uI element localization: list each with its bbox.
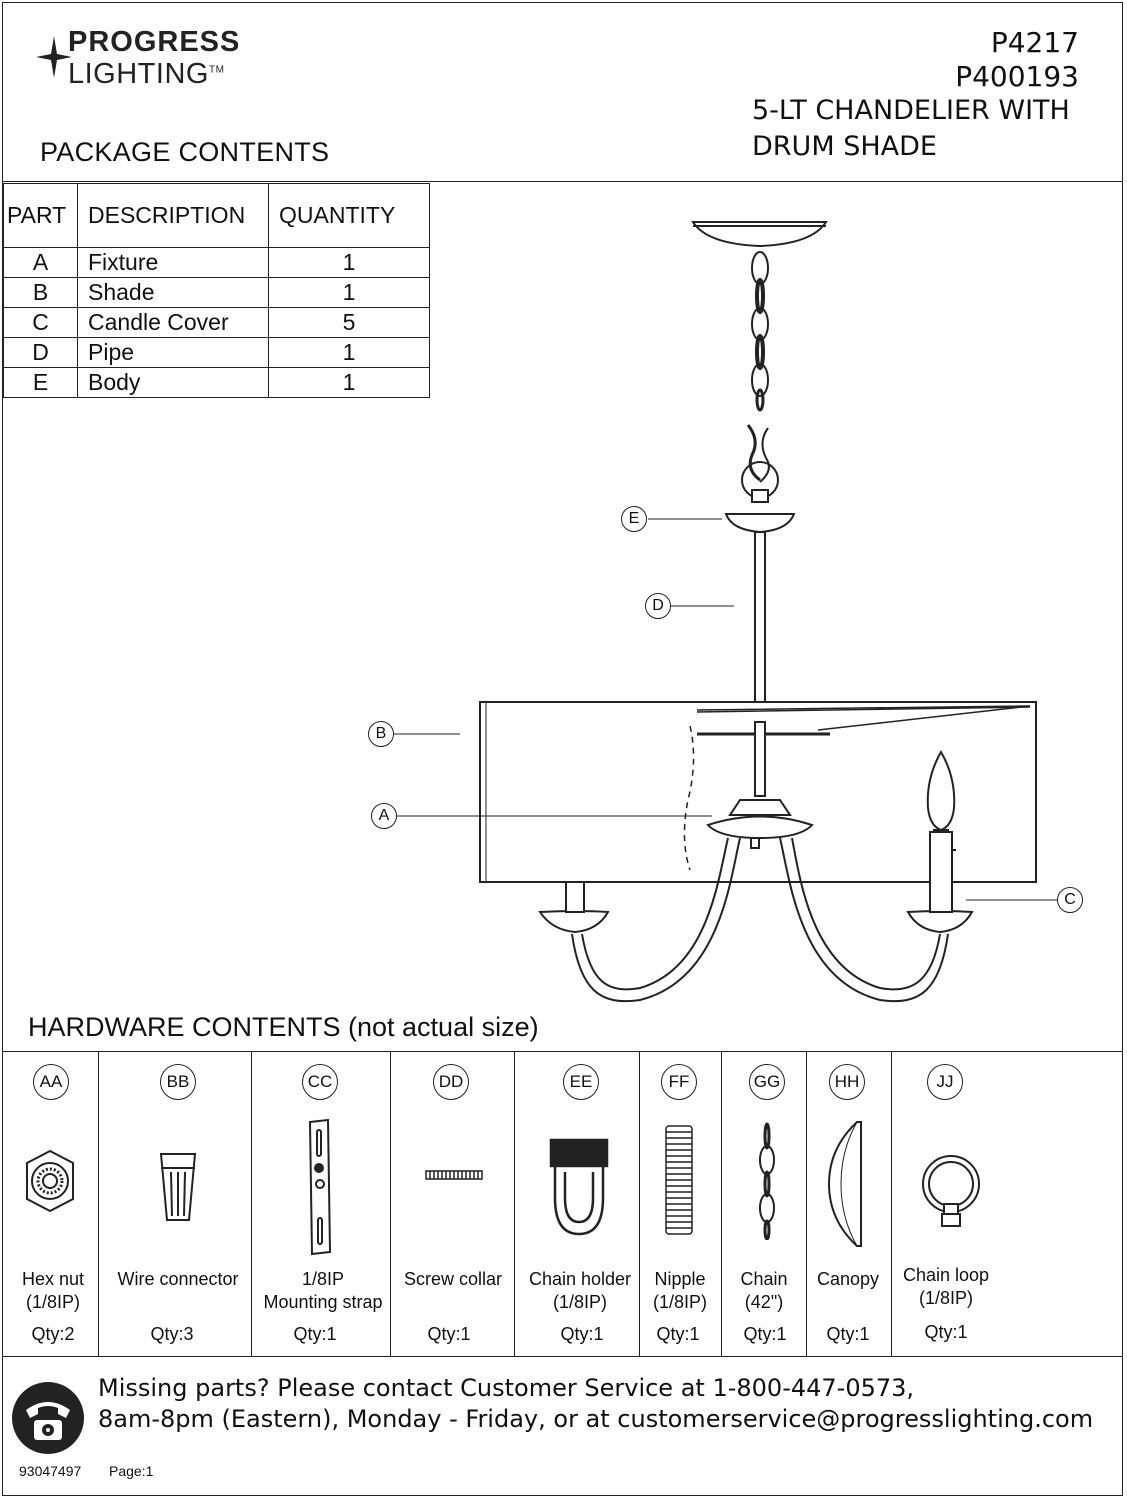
hardware-item-bb: BB Wire connector Qty:3	[99, 1052, 251, 1356]
contact-line-1: Missing parts? Please contact Customer S…	[98, 1374, 915, 1402]
hardware-name: Canopy	[816, 1269, 880, 1289]
mounting-strap-icon	[308, 1118, 332, 1256]
product-title-2: DRUM SHADE	[752, 131, 937, 162]
hw-divider	[514, 1051, 515, 1356]
hardware-qty: Qty:1	[560, 1324, 604, 1344]
hardware-code: GG	[749, 1064, 785, 1100]
hardware-item-dd: DD Screw collar Qty:1	[391, 1052, 514, 1356]
hardware-qty: Qty:1	[826, 1324, 870, 1344]
product-title-1: 5-LT CHANDELIER WITH	[752, 95, 1070, 126]
part-letter: C	[3, 307, 78, 338]
hardware-qty: Qty:2	[31, 1324, 75, 1344]
logo-star-icon	[36, 36, 72, 78]
callout-e: E	[621, 506, 647, 532]
parts-table: PART DESCRIPTION QUANTITY A Fixture 1 B …	[3, 183, 430, 398]
part-letter: D	[3, 337, 78, 368]
wire-connector-icon	[159, 1153, 197, 1221]
callout-b: B	[368, 721, 394, 747]
brand-line2: LIGHTINGTM	[68, 58, 225, 90]
canopy-icon	[827, 1121, 862, 1247]
contact-line-2: 8am-8pm (Eastern), Monday - Friday, or a…	[98, 1405, 1094, 1433]
hardware-code: CC	[302, 1064, 338, 1100]
part-description: Pipe	[77, 337, 269, 368]
hardware-name: Wire connector	[117, 1269, 239, 1289]
chain-loop-icon	[922, 1155, 980, 1227]
chain-icon	[759, 1122, 775, 1240]
part-quantity: 1	[268, 277, 430, 308]
hw-divider	[639, 1051, 640, 1356]
callout-a: A	[371, 803, 397, 829]
hardware-code: AA	[33, 1064, 69, 1100]
hardware-name: Chain loop(1/8IP)	[902, 1265, 990, 1308]
hex-nut-icon	[26, 1149, 74, 1213]
hw-divider	[806, 1051, 807, 1356]
header-divider	[2, 181, 1123, 182]
page-number: Page:1	[109, 1463, 154, 1479]
model-code-2: P400193	[955, 60, 1079, 93]
hardware-item-hh: HH Canopy Qty:1	[807, 1052, 891, 1356]
hardware-name: Screw collar	[403, 1269, 503, 1289]
hardware-name: Nipple(1/8IP)	[652, 1269, 708, 1312]
header-description: DESCRIPTION	[77, 183, 269, 248]
table-row: E Body 1	[3, 367, 430, 398]
hardware-qty: Qty:1	[427, 1324, 471, 1344]
nipple-icon	[665, 1125, 693, 1235]
hardware-item-gg: GG Chain(42") Qty:1	[722, 1052, 806, 1356]
telephone-icon	[12, 1382, 84, 1454]
hardware-name: Hex nut(1/8IP)	[21, 1269, 85, 1312]
table-row: A Fixture 1	[3, 247, 430, 278]
hardware-item-aa: AA Hex nut(1/8IP) Qty:2	[2, 1052, 98, 1356]
screw-collar-icon	[425, 1170, 483, 1180]
hw-divider	[390, 1051, 391, 1356]
hardware-code: JJ	[927, 1064, 963, 1100]
hardware-contents-title: HARDWARE CONTENTS (not actual size)	[28, 1012, 539, 1042]
table-row: C Candle Cover 5	[3, 307, 430, 338]
hardware-qty: Qty:1	[924, 1322, 968, 1342]
callout-c: C	[1057, 887, 1083, 913]
hw-divider	[721, 1051, 722, 1356]
chandelier-diagram	[394, 221, 1058, 1003]
header-part: PART	[3, 183, 78, 248]
hardware-name: Chain holder(1/8IP)	[528, 1269, 632, 1312]
hardware-name: Chain(42")	[740, 1269, 788, 1312]
hardware-qty: Qty:3	[150, 1324, 194, 1344]
hardware-qty: Qty:1	[656, 1324, 700, 1344]
hardware-code: BB	[160, 1064, 196, 1100]
model-code-1: P4217	[990, 26, 1079, 59]
hardware-item-ee: EE Chain holder(1/8IP) Qty:1	[515, 1052, 639, 1356]
hardware-qty: Qty:1	[293, 1324, 337, 1344]
part-quantity: 1	[268, 367, 430, 398]
table-row: D Pipe 1	[3, 337, 430, 368]
hw-divider	[891, 1051, 892, 1356]
hw-divider	[98, 1051, 99, 1356]
hardware-qty: Qty:1	[743, 1324, 787, 1344]
hardware-bottom-divider	[2, 1356, 1123, 1357]
hardware-item-jj: JJ Chain loop(1/8IP) Qty:1	[892, 1052, 1121, 1356]
brand-line1: PROGRESS	[68, 26, 241, 58]
hardware-code: FF	[661, 1064, 697, 1100]
package-contents-title: PACKAGE CONTENTS	[40, 137, 330, 167]
hardware-top-divider	[2, 1051, 1123, 1052]
callout-d: D	[645, 593, 671, 619]
hardware-item-ff: FF Nipple(1/8IP) Qty:1	[640, 1052, 721, 1356]
trademark: TM	[208, 64, 225, 76]
chain-holder-icon	[549, 1138, 609, 1236]
table-row: B Shade 1	[3, 277, 430, 308]
hw-divider	[251, 1051, 252, 1356]
part-quantity: 1	[268, 337, 430, 368]
hardware-code: HH	[829, 1064, 865, 1100]
document-number: 93047497	[19, 1463, 82, 1479]
hardware-code: DD	[433, 1064, 469, 1100]
hardware-code: EE	[563, 1064, 599, 1100]
part-description: Body	[77, 367, 269, 398]
part-description: Shade	[77, 277, 269, 308]
part-description: Candle Cover	[77, 307, 269, 338]
